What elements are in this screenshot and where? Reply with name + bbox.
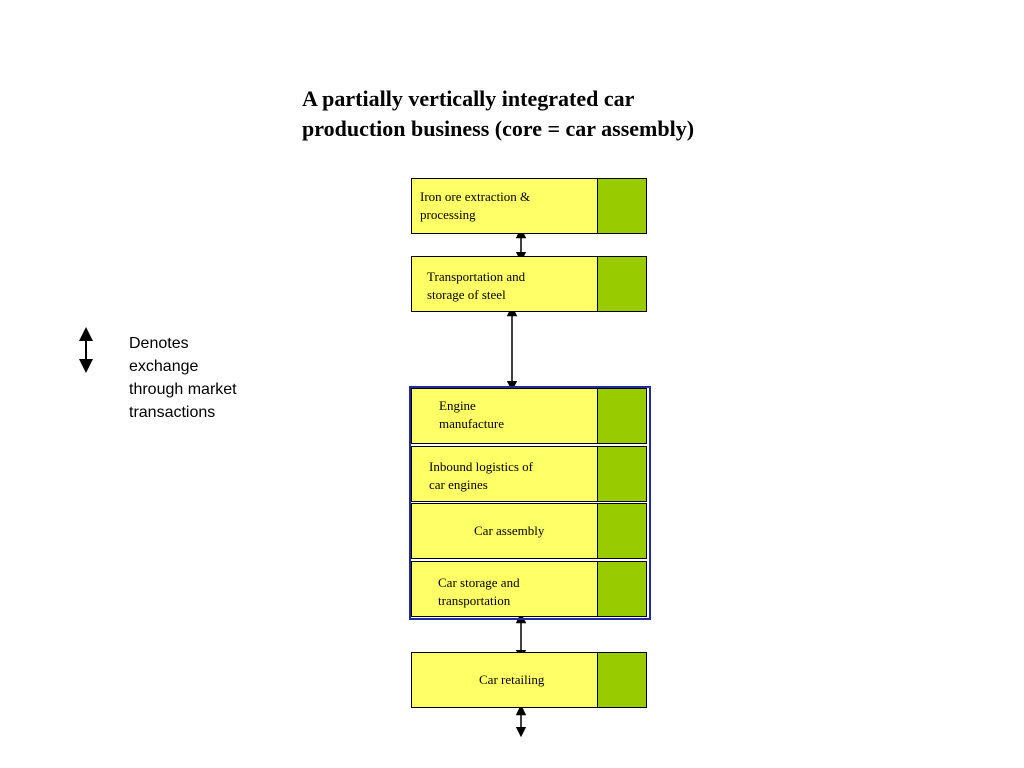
stage-swatch	[597, 447, 646, 501]
stage-iron-ore-extraction: Iron ore extraction & processing	[411, 178, 647, 234]
stage-label: Car storage and transportation	[438, 575, 520, 608]
diagram-title: A partially vertically integrated car pr…	[302, 86, 695, 141]
stage-swatch	[597, 562, 646, 616]
stage-label: Engine manufacture	[439, 398, 504, 431]
stage-car-assembly: Car assembly	[411, 503, 647, 559]
stage-label: Car assembly	[474, 523, 545, 538]
stage-car-retailing: Car retailing	[411, 652, 647, 708]
stage-swatch	[597, 504, 646, 558]
legend-text: Denotes exchange through market transact…	[129, 335, 237, 421]
stage-label: Transportation and storage of steel	[427, 269, 526, 302]
stage-swatch	[597, 389, 646, 443]
stage-swatch	[597, 179, 646, 233]
stage-swatch	[597, 653, 646, 707]
stage-label: Iron ore extraction & processing	[420, 189, 531, 222]
stage-label: Car retailing	[479, 672, 545, 687]
stage-engine-manufacture: Engine manufacture	[411, 388, 647, 444]
stage-inbound-logistics: Inbound logistics of car engines	[411, 446, 647, 502]
stage-label: Inbound logistics of car engines	[429, 459, 533, 492]
stage-car-storage: Car storage and transportation	[411, 561, 647, 617]
stage-steel-transportation: Transportation and storage of steel	[411, 256, 647, 312]
stage-swatch	[597, 257, 646, 311]
